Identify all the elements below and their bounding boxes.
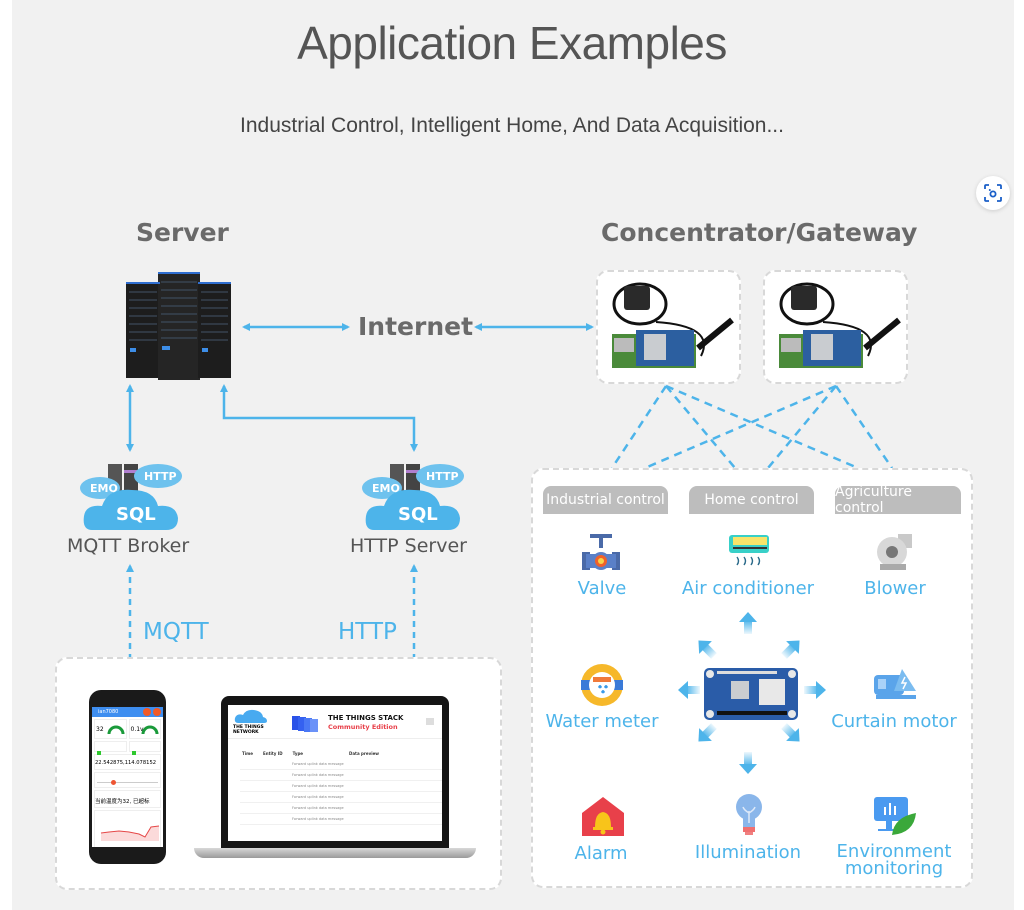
ttn-table-row[interactable]: Forward uplink data message bbox=[240, 792, 442, 803]
phone-gps: 22.542875,114.078152 bbox=[94, 754, 161, 770]
tab-industrial-control[interactable]: Industrial control bbox=[543, 486, 668, 514]
laptop: THE THINGS NETWORK THE THINGS STACK Comm… bbox=[221, 696, 449, 848]
svg-text:EMQ: EMQ bbox=[372, 482, 400, 495]
server-http-link bbox=[220, 384, 418, 452]
menu-icon[interactable] bbox=[426, 718, 434, 725]
ttn-header: THE THINGS NETWORK THE THINGS STACK Comm… bbox=[228, 705, 442, 739]
ttn-table-row[interactable]: Forward uplink data message bbox=[240, 781, 442, 792]
gateway-2-icon bbox=[779, 282, 901, 368]
phone-gauges: 32 0.1v bbox=[92, 717, 163, 741]
tab-agriculture-control[interactable]: Agriculture control bbox=[835, 484, 961, 516]
blower-icon bbox=[877, 534, 912, 570]
phone-chart bbox=[94, 810, 161, 847]
arrow-up bbox=[739, 612, 757, 634]
water-meter-icon bbox=[581, 664, 623, 706]
arrow-right bbox=[804, 681, 826, 699]
http-server-cloud-icon: EMQ HTTP SQL bbox=[362, 464, 464, 530]
gateway-mesh-links bbox=[610, 384, 894, 470]
curtain-motor-icon bbox=[874, 669, 916, 699]
phone-screen: ian7080 32 0.1v 22.542875,114.078152 当前温… bbox=[92, 707, 163, 847]
arrow-left bbox=[678, 681, 700, 699]
gateway-1-icon bbox=[612, 282, 734, 368]
visual-search-icon bbox=[984, 184, 1002, 202]
device-label-water-meter: Water meter bbox=[545, 711, 659, 732]
mqtt-protocol-label: MQTT bbox=[143, 619, 209, 645]
server-heading: Server bbox=[136, 218, 229, 247]
tab-home-control[interactable]: Home control bbox=[689, 486, 814, 514]
device-label-curtain-motor: Curtain motor bbox=[831, 711, 957, 732]
ttn-table-row[interactable]: Forward uplink data message bbox=[240, 803, 442, 814]
internet-label: Internet bbox=[358, 312, 474, 341]
page-subtitle: Industrial Control, Intelligent Home, An… bbox=[240, 114, 784, 137]
smartphone: ian7080 32 0.1v 22.542875,114.078152 当前温… bbox=[89, 690, 166, 864]
server-rack-icon bbox=[126, 272, 231, 380]
device-label-illumination: Illumination bbox=[694, 842, 802, 863]
mqtt-broker-label: MQTT Broker bbox=[67, 535, 190, 557]
lora-node-board-icon bbox=[704, 668, 798, 720]
http-protocol-label: HTTP bbox=[338, 619, 397, 645]
laptop-base bbox=[194, 848, 476, 858]
arrow-up-left bbox=[698, 640, 717, 659]
device-label-blower: Blower bbox=[864, 578, 926, 599]
ttn-cloud-logo bbox=[234, 709, 267, 723]
air-conditioner-icon bbox=[729, 535, 769, 566]
svg-text:HTTP: HTTP bbox=[144, 470, 177, 483]
svg-text:HTTP: HTTP bbox=[426, 470, 459, 483]
device-label-air-conditioner: Air conditioner bbox=[681, 578, 815, 599]
device-label-valve: Valve bbox=[577, 578, 627, 599]
ttn-table-row[interactable]: Forward uplink data message bbox=[240, 759, 442, 770]
tts-logo bbox=[292, 716, 318, 732]
page-title: Application Examples bbox=[297, 17, 727, 69]
ttn-table-row[interactable]: Forward uplink data message bbox=[240, 770, 442, 781]
laptop-screen: THE THINGS NETWORK THE THINGS STACK Comm… bbox=[228, 705, 442, 841]
environment-monitor-icon bbox=[874, 797, 916, 835]
mqtt-broker-cloud-icon: EMQ HTTP SQL bbox=[80, 464, 182, 530]
phone-app-bar: ian7080 bbox=[92, 707, 163, 717]
radial-arrows bbox=[678, 612, 826, 774]
valve-icon bbox=[582, 534, 620, 570]
phone-alert: 当前温度为32, 已超标 bbox=[94, 790, 161, 808]
arrow-down-right bbox=[781, 723, 800, 742]
svg-text:EMQ: EMQ bbox=[90, 482, 118, 495]
alarm-icon bbox=[582, 797, 624, 836]
svg-text:SQL: SQL bbox=[398, 504, 438, 525]
arrow-up-right bbox=[781, 640, 800, 659]
visual-search-button[interactable] bbox=[976, 176, 1010, 210]
arrow-down-left bbox=[698, 723, 717, 742]
svg-text:SQL: SQL bbox=[116, 504, 156, 525]
gateway-heading: Concentrator/Gateway bbox=[601, 218, 918, 247]
light-bulb-icon bbox=[736, 794, 762, 835]
device-label-alarm: Alarm bbox=[574, 843, 628, 864]
ttn-table-row[interactable]: Forward uplink data message bbox=[240, 814, 442, 825]
http-server-label: HTTP Server bbox=[350, 535, 467, 557]
arrow-down bbox=[739, 752, 757, 774]
